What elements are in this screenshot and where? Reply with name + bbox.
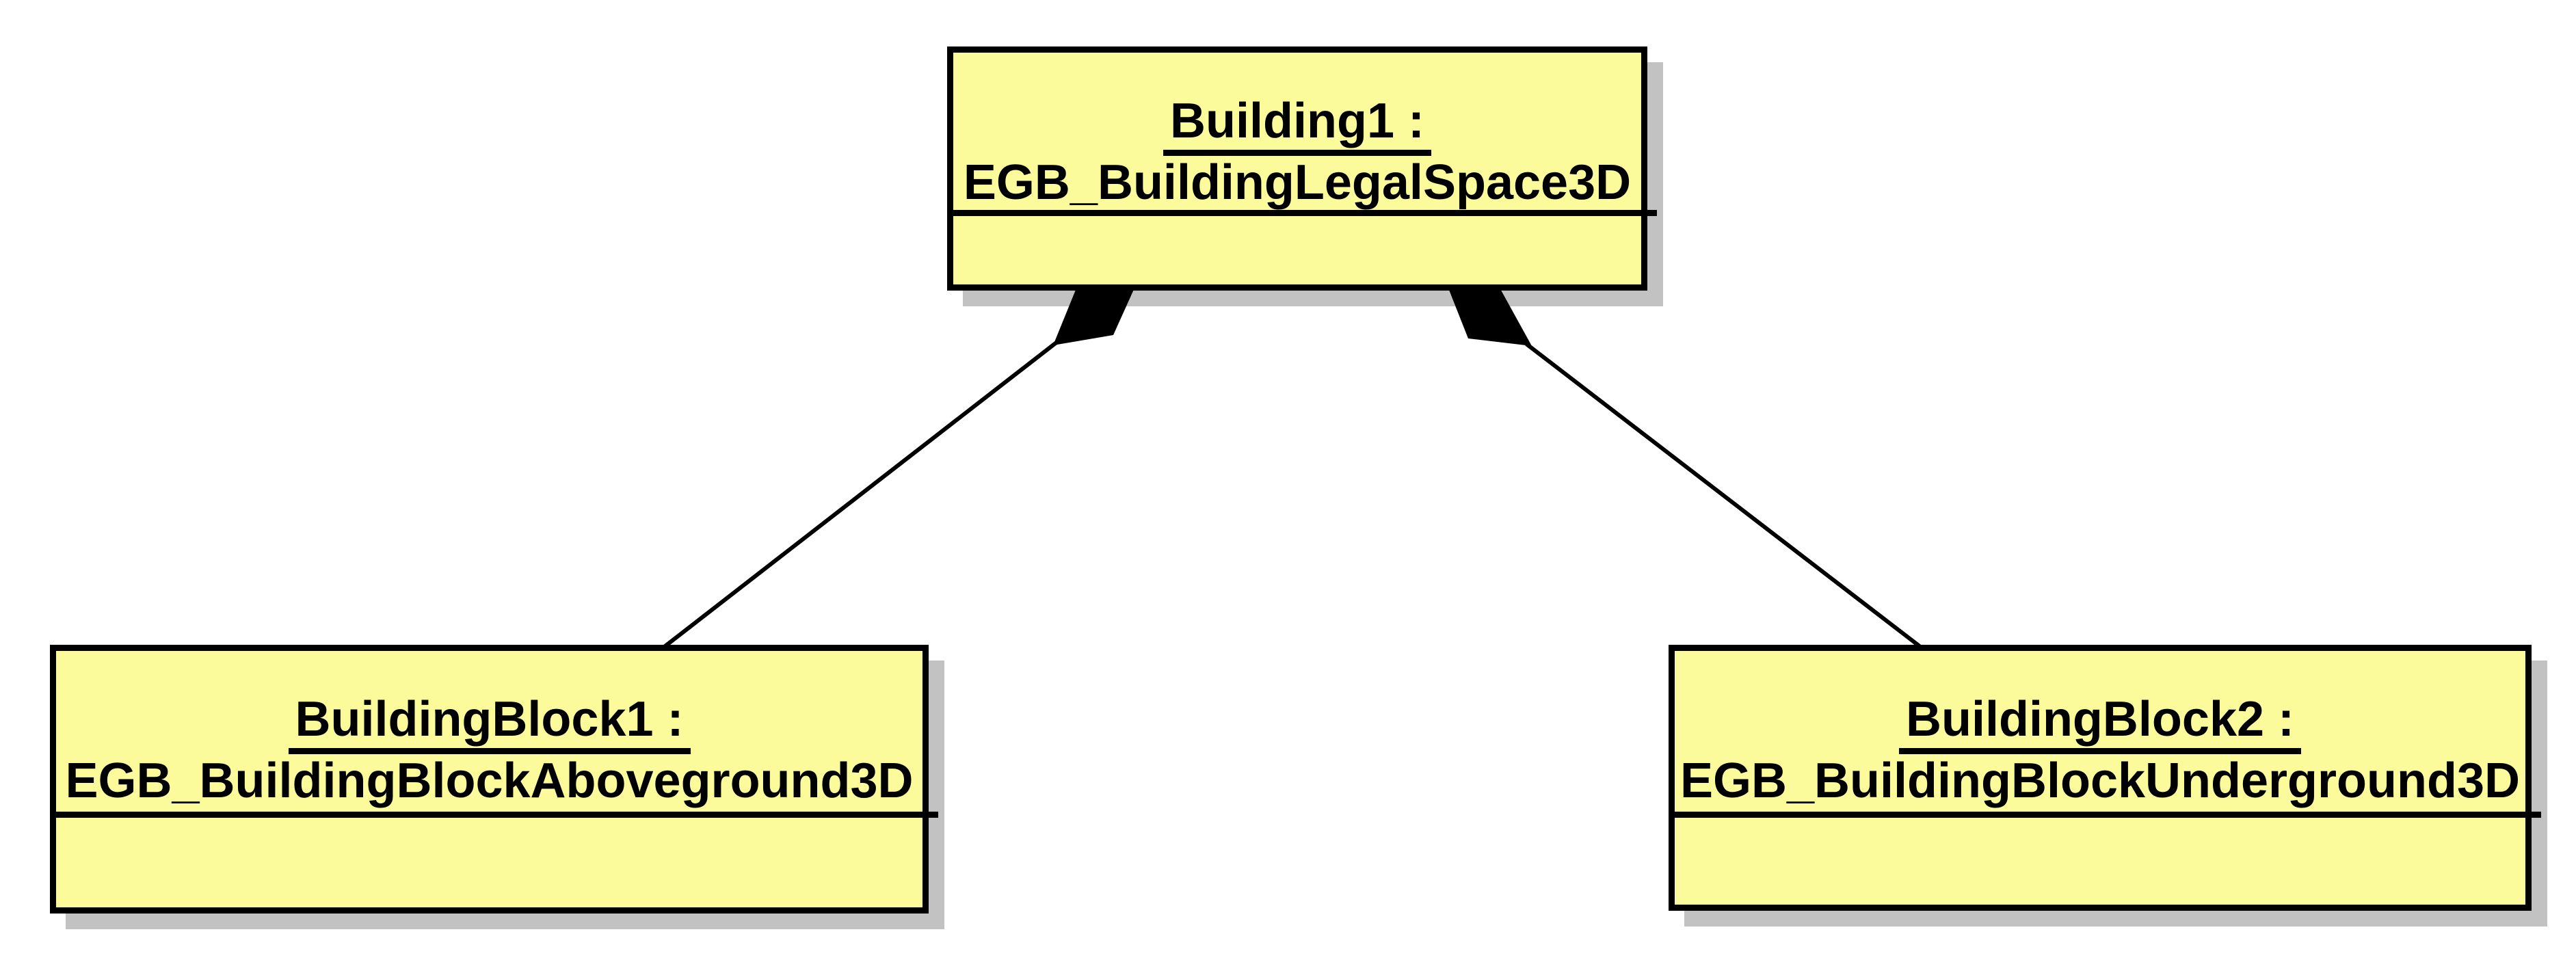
object-name-line: BuildingBlock2 :: [1898, 689, 2302, 754]
attributes-compartment-empty: [56, 818, 922, 907]
compartment-separator: [947, 210, 1657, 216]
object-type-buildingblock1: EGB_BuildingBlockAboveground3D: [65, 754, 914, 808]
object-type-buildingblock2: EGB_BuildingBlockUnderground3D: [1679, 754, 2521, 808]
compartment-separator: [50, 812, 938, 818]
object-name-line: BuildingBlock1 :: [288, 689, 691, 754]
name-compartment-buildingblock2: BuildingBlock2 : EGB_BuildingBlockUnderg…: [1675, 651, 2525, 812]
object-name-buildingblock1: BuildingBlock1 :: [288, 692, 691, 754]
attributes-compartment-empty: [1675, 818, 2525, 905]
object-name-line: Building1 :: [1163, 90, 1431, 156]
name-compartment-buildingblock1: BuildingBlock1 : EGB_BuildingBlockAboveg…: [56, 651, 922, 812]
composition-link-buildingblock1: [662, 340, 1059, 650]
composition-diamond-left-icon: [1053, 286, 1135, 345]
composition-diamond-right-icon: [1448, 286, 1532, 346]
composition-link-buildingblock2: [1525, 342, 1921, 648]
object-box-buildingblock1: BuildingBlock1 : EGB_BuildingBlockAboveg…: [50, 645, 938, 914]
name-compartment-building1: Building1 : EGB_BuildingLegalSpace3D: [953, 53, 1641, 213]
object-name-buildingblock2: BuildingBlock2 :: [1898, 692, 2302, 754]
object-box-buildingblock2: BuildingBlock2 : EGB_BuildingBlockUnderg…: [1669, 645, 2541, 911]
compartment-separator: [1669, 812, 2541, 818]
attributes-compartment-empty: [953, 216, 1641, 284]
object-box-building1: Building1 : EGB_BuildingLegalSpace3D: [947, 46, 1657, 291]
object-type-building1: EGB_BuildingLegalSpace3D: [963, 155, 1632, 210]
object-name-building1: Building1 :: [1163, 94, 1431, 156]
